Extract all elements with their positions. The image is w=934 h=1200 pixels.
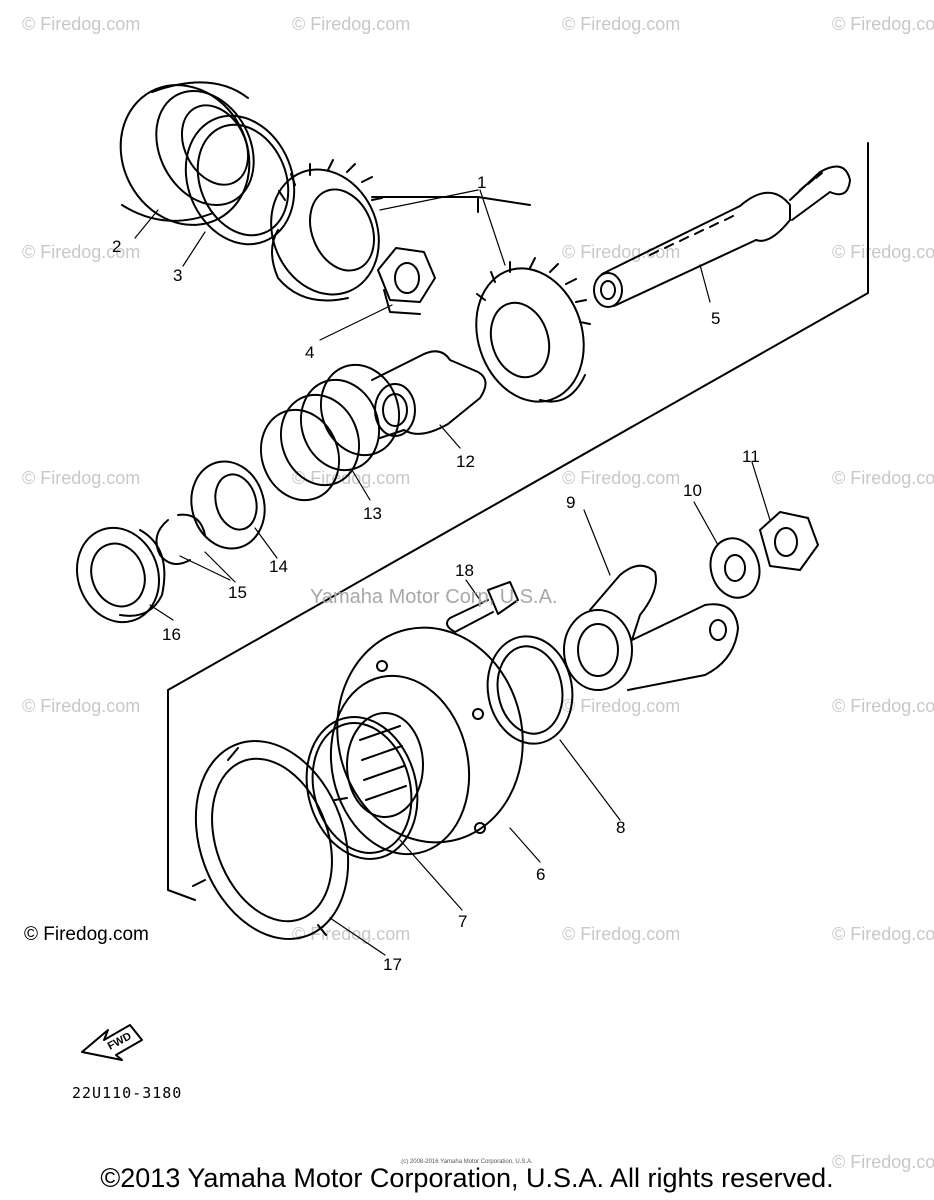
callout-10: 10 bbox=[683, 481, 702, 500]
lock-plate-part-17 bbox=[192, 740, 350, 940]
leader-lines bbox=[134, 189, 771, 956]
bolt-part-18 bbox=[445, 581, 519, 633]
spring-part-13 bbox=[259, 363, 401, 502]
watermark: © Firedog.com bbox=[832, 924, 934, 944]
nut-part-11 bbox=[759, 511, 819, 571]
callout-14: 14 bbox=[269, 557, 288, 576]
callout-16: 16 bbox=[162, 625, 181, 644]
callout-18: 18 bbox=[455, 561, 474, 580]
circlip-part-15 bbox=[155, 513, 206, 565]
callout-numbers: 1 2 3 4 5 6 7 8 9 10 11 12 13 14 15 16 1… bbox=[112, 173, 760, 974]
watermark: © Firedog.com bbox=[562, 696, 680, 716]
callout-5: 5 bbox=[711, 309, 720, 328]
coupling-part-12 bbox=[371, 350, 487, 439]
callout-8: 8 bbox=[616, 818, 625, 837]
callout-17: 17 bbox=[383, 955, 402, 974]
fwd-arrow-icon bbox=[81, 1024, 143, 1061]
watermark: © Firedog.com bbox=[292, 14, 410, 34]
callout-6: 6 bbox=[536, 865, 545, 884]
watermark: © Firedog.com bbox=[832, 14, 934, 34]
callout-7: 7 bbox=[458, 912, 467, 931]
yoke-part-9 bbox=[563, 564, 739, 691]
watermark: © Firedog.com bbox=[562, 924, 680, 944]
fine-print: (c) 2008-2016 Yamaha Motor Corporation, … bbox=[401, 1159, 533, 1165]
watermark: © Firedog.com bbox=[832, 242, 934, 262]
watermark: © Firedog.com bbox=[562, 14, 680, 34]
bevel-gear-lower-part-1 bbox=[475, 257, 591, 403]
callout-2: 2 bbox=[112, 237, 121, 256]
corner-credit: © Firedog.com bbox=[24, 924, 149, 945]
callout-15: 15 bbox=[228, 583, 247, 602]
center-watermark: Yamaha Motor Corp, U.S.A. bbox=[310, 586, 558, 608]
oil-seal-part-8 bbox=[486, 635, 574, 745]
watermark: © Firedog.com bbox=[22, 14, 140, 34]
assembly-outline bbox=[167, 142, 869, 901]
callout-13: 13 bbox=[363, 504, 382, 523]
bearing-part-16 bbox=[75, 526, 166, 624]
washer-part-14 bbox=[190, 460, 266, 550]
callout-1: 1 bbox=[477, 173, 486, 192]
watermark: © Firedog.com bbox=[22, 468, 140, 488]
watermark: © Firedog.com bbox=[832, 468, 934, 488]
watermark: © Firedog.com bbox=[832, 696, 934, 716]
o-ring-part-7 bbox=[305, 716, 419, 860]
shaft-part-5 bbox=[593, 165, 851, 308]
ring-part-3 bbox=[184, 114, 296, 246]
watermark: © Firedog.com bbox=[292, 468, 410, 488]
callout-11: 11 bbox=[742, 447, 760, 466]
bevel-gear-upper-part-1 bbox=[270, 159, 383, 302]
bearing-part-2 bbox=[119, 81, 255, 226]
watermark: © Firedog.com bbox=[22, 242, 140, 262]
callout-3: 3 bbox=[173, 266, 182, 285]
nut-part-4 bbox=[377, 247, 436, 315]
watermark: © Firedog.com bbox=[832, 1152, 934, 1172]
part-code: 22U110-3180 bbox=[72, 1084, 183, 1102]
fwd-label: FWD bbox=[106, 1030, 134, 1052]
watermark-grid: © Firedog.com © Firedog.com © Firedog.co… bbox=[22, 14, 934, 1172]
watermark: © Firedog.com bbox=[562, 242, 680, 262]
callout-4: 4 bbox=[305, 343, 314, 362]
callout-9: 9 bbox=[566, 493, 575, 512]
washer-part-10 bbox=[709, 537, 761, 599]
housing-part-6 bbox=[329, 626, 524, 856]
watermark: © Firedog.com bbox=[562, 468, 680, 488]
footer-copyright: ©2013 Yamaha Motor Corporation, U.S.A. A… bbox=[100, 1163, 834, 1193]
watermark: © Firedog.com bbox=[22, 696, 140, 716]
callout-12: 12 bbox=[456, 452, 475, 471]
